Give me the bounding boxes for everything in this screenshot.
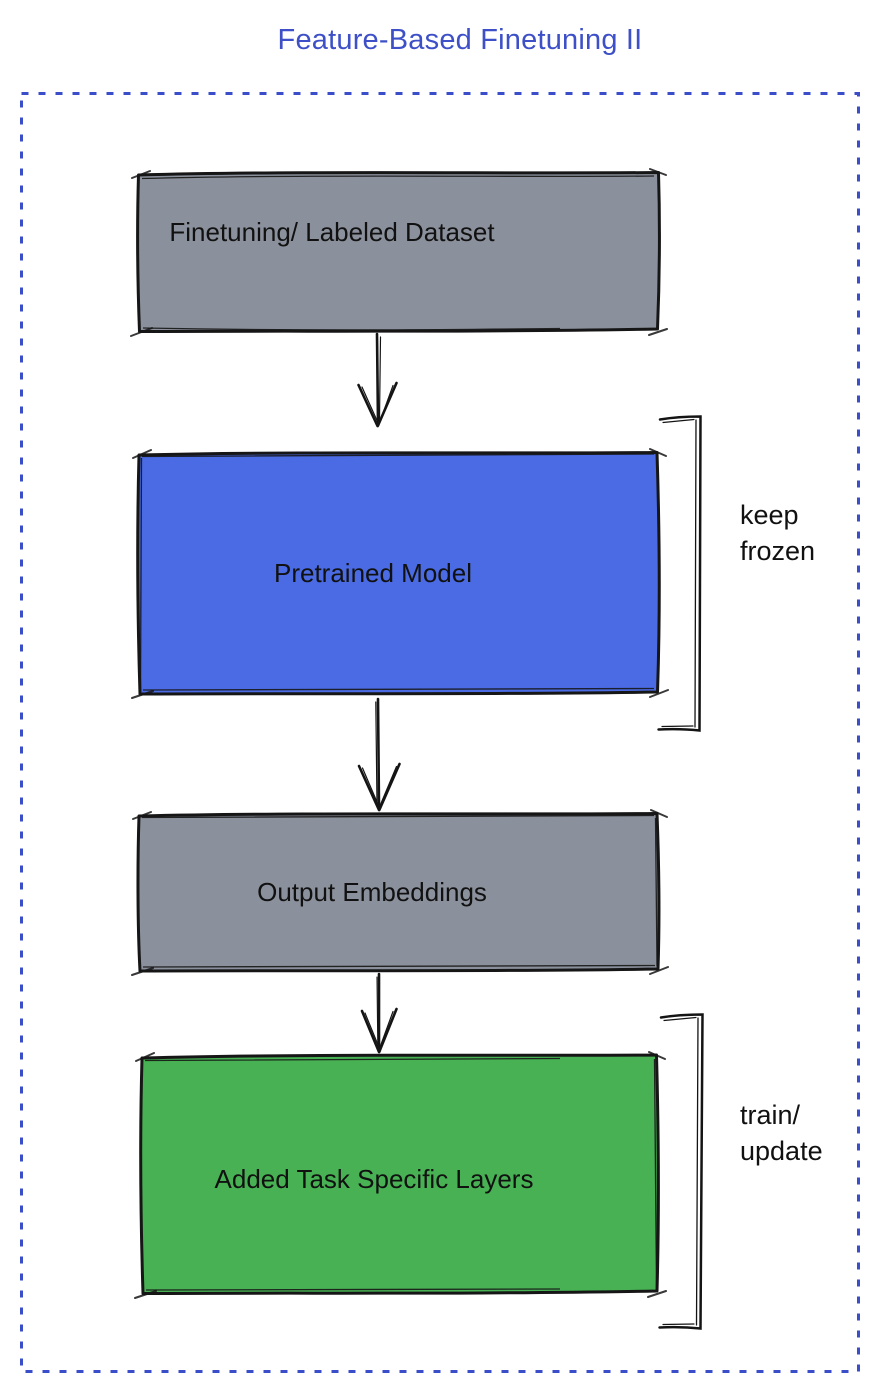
box-output-embeddings (131, 809, 669, 976)
box-pretrained-model (131, 448, 669, 699)
arrow-down-icon-1 (357, 332, 398, 428)
box-finetuning-dataset (130, 168, 668, 337)
arrow-down-icon-3 (360, 972, 398, 1054)
bracket-train-update-icon (658, 1013, 704, 1330)
box-task-specific-layers (134, 1051, 667, 1299)
arrow-down-icon-2 (357, 697, 401, 812)
bracket-keep-frozen-icon (657, 415, 702, 732)
diagram-title: Feature-Based Finetuning II (277, 24, 643, 56)
dotted-frame-border (20, 92, 860, 1373)
